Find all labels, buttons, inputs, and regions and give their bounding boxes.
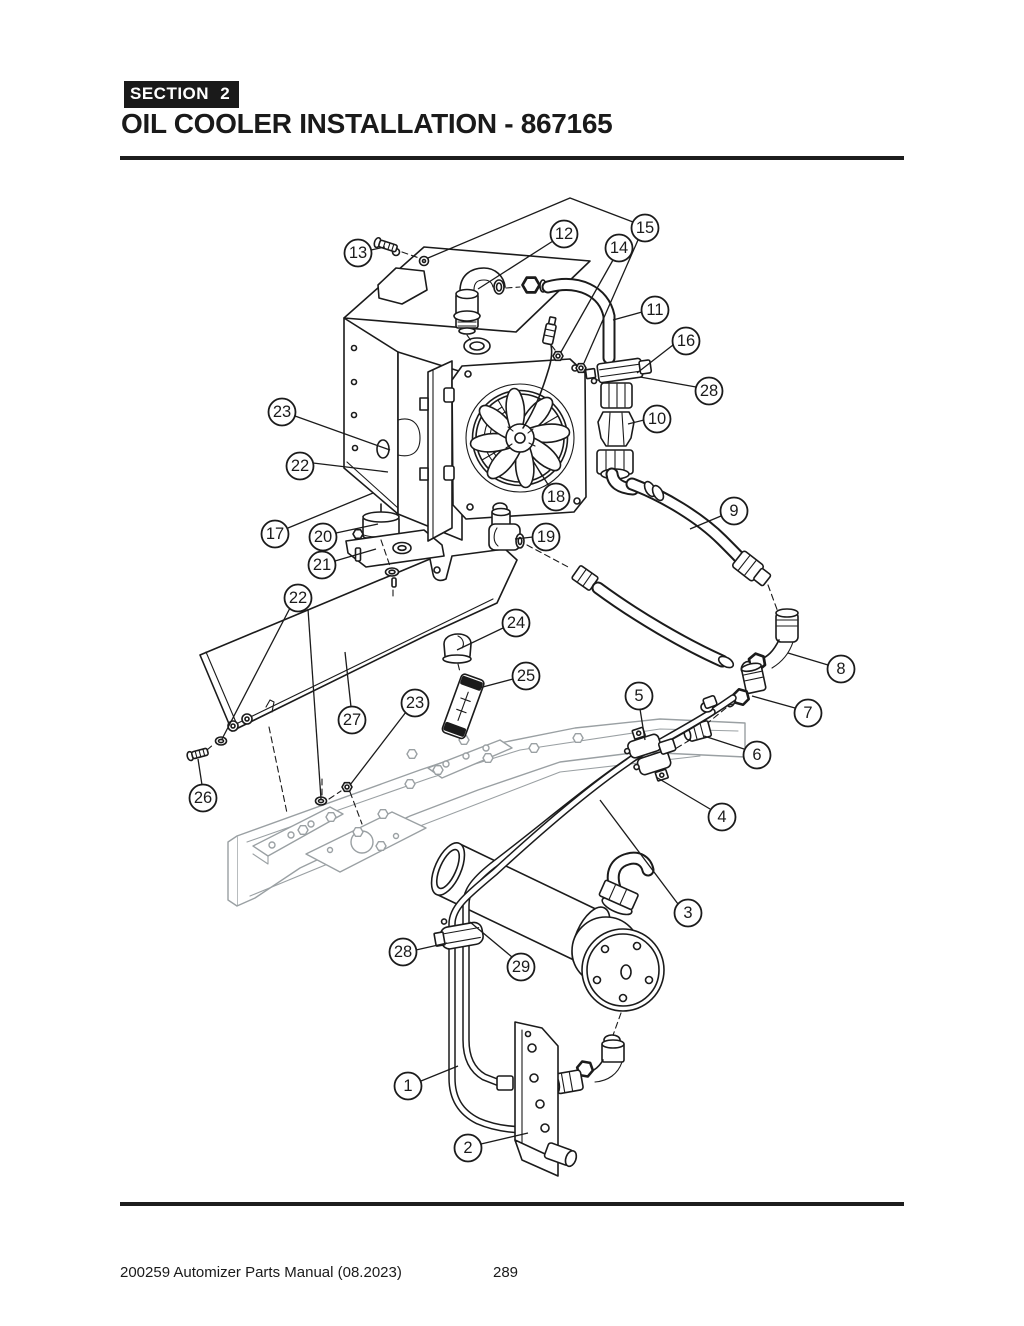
callout-8: 8: [787, 652, 856, 684]
callout-27: 27: [337, 651, 367, 735]
shield-plate: [186, 548, 518, 825]
svg-text:8: 8: [836, 660, 845, 678]
callout-7: 7: [751, 695, 823, 728]
filler-fitting: [453, 267, 521, 343]
svg-text:16: 16: [677, 332, 695, 350]
callout-17: 17: [260, 492, 374, 549]
callout-9: 9: [689, 496, 749, 530]
callout-13: 13: [343, 238, 386, 268]
callout-28: 28: [639, 376, 724, 406]
callout-12: 12: [477, 219, 579, 290]
footer-page-number: 289: [493, 1264, 519, 1281]
fan-blades: [467, 385, 573, 491]
elbow-7: [740, 662, 767, 695]
tube-end-fitting: [496, 1075, 514, 1091]
callout-26: 26: [188, 758, 218, 813]
fan: [465, 383, 575, 493]
callout-2: 2: [453, 1132, 529, 1163]
clamp-5-4: [623, 726, 677, 782]
svg-text:23: 23: [406, 694, 424, 712]
svg-text:11: 11: [646, 301, 663, 319]
svg-text:22: 22: [291, 457, 309, 475]
svg-text:1: 1: [403, 1077, 412, 1095]
callout-3: 3: [599, 799, 703, 928]
cartridge-25: [441, 673, 485, 740]
callout-15: 15: [427, 197, 660, 364]
callout-23: 23: [349, 688, 430, 786]
hose-9-assembly: [605, 467, 799, 680]
svg-text:22: 22: [289, 589, 307, 607]
tube-assembly: [433, 694, 737, 1134]
callout-16: 16: [636, 326, 701, 374]
bracket-2: [514, 1021, 578, 1177]
callout-23: 23: [267, 397, 391, 451]
footer-manual-name: 200259 Automizer Parts Manual (08.2023): [120, 1264, 402, 1281]
callout-19: 19: [514, 522, 561, 552]
svg-text:2: 2: [463, 1139, 472, 1157]
callout-5: 5: [624, 681, 654, 741]
svg-text:4: 4: [717, 808, 726, 826]
callout-6: 6: [703, 735, 772, 770]
callout-22: 22: [221, 583, 322, 800]
canister-elbow: [598, 851, 655, 916]
svg-text:29: 29: [512, 958, 530, 976]
cooler-canister: [430, 842, 665, 1039]
svg-text:14: 14: [610, 239, 628, 257]
fitting-10: [597, 411, 635, 447]
svg-text:12: 12: [555, 225, 573, 243]
hose-11-assembly: [521, 276, 653, 480]
svg-text:19: 19: [537, 528, 555, 546]
isolator-bracket: [345, 503, 445, 601]
svg-text:10: 10: [648, 410, 666, 428]
callout-25: 25: [478, 661, 541, 691]
footer-rule: [120, 1202, 904, 1206]
section-badge: SECTION 2: [124, 81, 240, 108]
callout-4: 4: [655, 776, 737, 832]
screw-26: [186, 747, 209, 762]
elbow-19: [488, 502, 571, 569]
svg-text:7: 7: [803, 704, 812, 722]
callout-14: 14: [560, 233, 634, 353]
svg-text:17: 17: [266, 525, 284, 543]
svg-text:27: 27: [343, 711, 361, 729]
header-rule: [120, 156, 904, 160]
callout-10: 10: [627, 404, 672, 434]
page-title: OIL COOLER INSTALLATION - 867165: [121, 108, 613, 139]
clamp-28-29: [433, 918, 484, 950]
temp-sensor: [522, 316, 600, 429]
callout-21: 21: [307, 548, 377, 580]
svg-text:6: 6: [752, 746, 761, 764]
callout-24: 24: [456, 608, 531, 651]
svg-text:28: 28: [394, 943, 412, 961]
svg-text:23: 23: [273, 403, 291, 421]
callout-18: 18: [532, 460, 571, 512]
svg-text:20: 20: [314, 528, 332, 546]
svg-text:3: 3: [683, 904, 692, 922]
svg-text:28: 28: [700, 382, 718, 400]
svg-text:18: 18: [547, 488, 565, 506]
svg-text:24: 24: [507, 614, 525, 632]
cap-24: [442, 633, 472, 673]
svg-text:21: 21: [313, 556, 331, 574]
callout-11: 11: [612, 295, 670, 325]
screw-13: [373, 236, 398, 253]
svg-text:9: 9: [729, 502, 738, 520]
svg-text:26: 26: [194, 789, 212, 807]
clamp-16: [584, 357, 653, 384]
svg-text:25: 25: [517, 667, 535, 685]
svg-text:5: 5: [634, 687, 643, 705]
callout-22: 22: [285, 451, 389, 481]
callout-29: 29: [469, 921, 536, 982]
callout-1: 1: [393, 1065, 459, 1101]
callout-28: 28: [388, 937, 448, 967]
svg-text:15: 15: [636, 219, 654, 237]
svg-text:13: 13: [349, 244, 367, 262]
callout-20: 20: [308, 522, 379, 552]
